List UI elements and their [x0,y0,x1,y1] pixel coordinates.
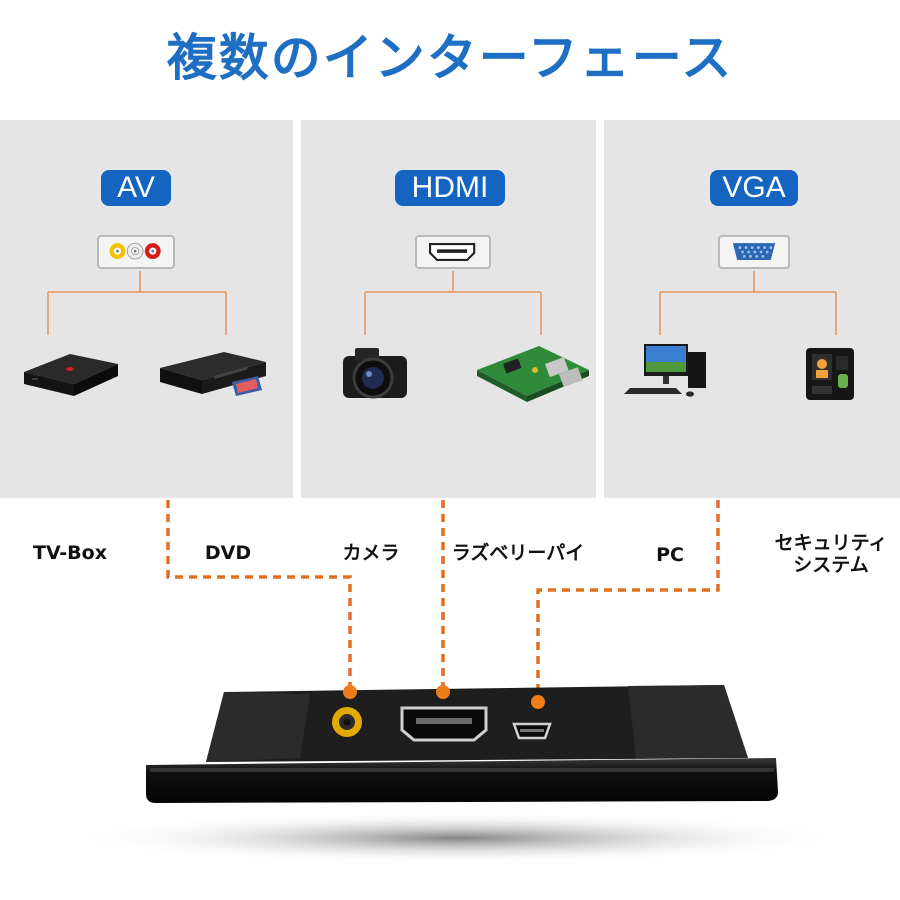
page-title: 複数のインターフェース [166,29,734,87]
desktop-pc-icon [624,344,706,397]
hdmi-badge: HDMI [395,170,505,206]
vga-badge: VGA [710,170,798,206]
av-jack-icon [332,707,362,737]
device-label-raspberry-pi: ラズベリーパイ [451,542,585,564]
av-badge: AV [101,170,171,206]
connection-tree [47,271,227,335]
hdmi-panel: HDMI カメラ ラズベリーパイ [301,120,596,564]
device-label-camera: カメラ [342,542,400,564]
device-label-dvd: DVD [204,542,252,564]
hdmi-port-icon [415,235,491,269]
dvd-player-icon [160,352,266,396]
camera-icon [343,348,407,399]
rca-connector-icon [97,235,175,269]
connection-tree [364,271,542,335]
security-label-line2: システム [793,554,869,576]
device-label-security-system: セキュリティ システム [762,532,900,576]
vga-panel: VGA PC セキュリティ システム [604,120,900,576]
security-terminal-icon [806,348,854,400]
tv-box-icon [24,354,118,396]
raspberry-pi-icon [477,346,589,402]
connection-tree [659,271,837,335]
mini-usb-jack-icon [512,722,552,740]
device-label-tv-box: TV-Box [33,542,107,564]
device-label-pc: PC [656,544,684,566]
security-label-line1: セキュリティ [774,532,888,554]
hdmi-jack-icon [400,706,488,742]
vga-port-icon [718,235,790,269]
av-panel: AV TV-Box DVD [0,120,293,564]
